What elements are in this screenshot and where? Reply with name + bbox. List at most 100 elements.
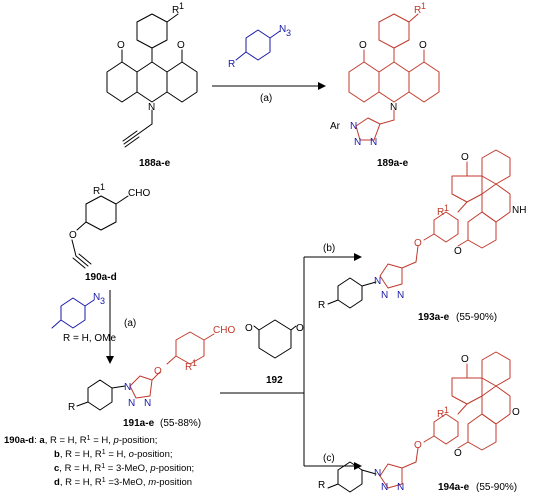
compound-190 xyxy=(71,195,129,269)
footnote-a-key: a xyxy=(39,435,45,446)
azide-reagent xyxy=(235,29,281,61)
c194-yield: (55-90%) xyxy=(476,482,517,493)
c194-o4: O xyxy=(414,440,422,451)
c189-label: 189a-e xyxy=(377,158,409,169)
footnote-a-end: -position; xyxy=(119,435,158,446)
c194-r: R xyxy=(318,480,325,491)
c188-o1: O xyxy=(117,40,125,51)
c190-r1-sup: 1 xyxy=(100,182,105,192)
footnote-d-rest: =3-MeO, xyxy=(106,477,149,488)
c191-yield: (55-88%) xyxy=(160,418,201,429)
footnote-a-pos: p xyxy=(113,435,119,446)
c194-r1-sup: 1 xyxy=(444,405,449,415)
footnote-b-rest: = H, xyxy=(106,449,129,460)
c194-n3: N xyxy=(397,482,404,493)
compound-193 xyxy=(327,149,511,309)
c188-label: 188a-e xyxy=(139,158,171,169)
c191-n2: N xyxy=(128,398,135,409)
footnote-c-end: -position; xyxy=(156,463,195,474)
c190-label: 190a-d xyxy=(85,272,117,283)
c189-o1: O xyxy=(359,40,367,51)
c188-r1-sup: 1 xyxy=(179,1,184,11)
footnote-d-text: , R = H, R xyxy=(60,477,102,488)
azide2-n3: N xyxy=(93,292,100,303)
footnote-c-rest: = 3-MeO, xyxy=(105,463,150,474)
footnote-head: 190a-d xyxy=(4,435,34,446)
c194-o3: O xyxy=(454,448,462,459)
c193-o3: O xyxy=(414,238,422,249)
c193-r1-sup: 1 xyxy=(444,203,449,213)
c194-n2: N xyxy=(381,482,388,493)
footnote-a-rest: = H, xyxy=(91,435,114,446)
c194-o2: O xyxy=(512,407,520,418)
footnote-c-pos: p xyxy=(149,463,155,474)
compound-189 xyxy=(348,13,440,141)
arrow-b-head xyxy=(354,253,362,261)
c189-ar: Ar xyxy=(330,121,341,132)
azide-n3: N xyxy=(279,24,286,35)
footnote-colon: : xyxy=(34,435,39,446)
cond-a1: (a) xyxy=(260,93,272,104)
c193-r: R xyxy=(318,300,325,311)
footnote-d-sup: 1 xyxy=(102,477,106,484)
c194-n1: N xyxy=(374,468,381,479)
footnote-d-key: d xyxy=(54,477,60,488)
compound-192 xyxy=(253,319,297,359)
c193-o1: O xyxy=(461,152,469,163)
c193-nh: NH xyxy=(512,205,526,216)
footnote-a-sup: 1 xyxy=(87,435,91,442)
c189-o2: O xyxy=(419,40,427,51)
c193-label: 193a-e xyxy=(418,312,450,323)
c189-n1: N xyxy=(350,121,357,132)
c193-n2: N xyxy=(381,290,388,301)
footnote-line-a: 190a-d: a, R = H, R1 = H, p-position; xyxy=(4,435,157,447)
c191-n3: N xyxy=(144,398,151,409)
footnote-c-key: c xyxy=(54,463,59,474)
c193-n3: N xyxy=(397,290,404,301)
arrow-c-head xyxy=(354,462,362,470)
c188-o2: O xyxy=(177,40,185,51)
compound-188 xyxy=(106,13,198,148)
c191-o: O xyxy=(154,366,162,377)
c194-label: 194a-e xyxy=(438,482,470,493)
azide2-n3-sub: 3 xyxy=(100,296,105,306)
c188-n: N xyxy=(148,102,155,113)
c193-o2: O xyxy=(454,246,462,257)
footnote-b-key: b xyxy=(54,449,60,460)
compound-191 xyxy=(76,331,215,411)
cond-a2: (a) xyxy=(124,318,136,329)
c190-cho: CHO xyxy=(128,188,150,199)
c188-r1: R xyxy=(172,5,179,16)
footnote-d-pos: m xyxy=(148,477,156,488)
footnote-line-c: c, R = H, R1 = 3-MeO, p-position; xyxy=(54,463,194,475)
c191-r1: R xyxy=(185,362,192,373)
c191-cho: CHO xyxy=(213,325,235,336)
footnote-b-pos: o xyxy=(129,449,134,460)
footnote-b-text: , R = H, R xyxy=(60,449,102,460)
c192-label: 192 xyxy=(266,375,283,386)
azide-reagent-2 xyxy=(51,297,95,329)
c189-r1: R xyxy=(414,5,421,16)
cond-c: (c) xyxy=(323,453,335,464)
footnote-c-sup: 1 xyxy=(101,463,105,470)
footnote-line-b: b, R = H, R1 = H, o-position; xyxy=(54,449,173,461)
footnote: 190a-d: a, R = H, R1 = H, p-position; b,… xyxy=(4,435,194,489)
c191-r1-sup: 1 xyxy=(192,358,197,368)
c193-n1: N xyxy=(374,276,381,287)
footnote-c-text: , R = H, R xyxy=(59,463,101,474)
footnote-d-end: -position xyxy=(156,477,192,488)
c192-o1: O xyxy=(245,323,253,334)
azide2-r: R = H, OMe xyxy=(63,333,117,344)
c191-r: R xyxy=(68,402,75,413)
c189-n3: N xyxy=(370,137,377,148)
c189-n: N xyxy=(390,102,397,113)
c191-label: 191a-e xyxy=(123,418,155,429)
footnote-a-text: , R = H, R xyxy=(45,435,87,446)
c194-o1: O xyxy=(461,354,469,365)
c194-r1: R xyxy=(437,409,444,420)
footnote-line-d: d, R = H, R1 =3-MeO, m-position xyxy=(54,477,192,489)
compound-194 xyxy=(327,351,511,493)
c192-o2: O xyxy=(296,323,304,334)
